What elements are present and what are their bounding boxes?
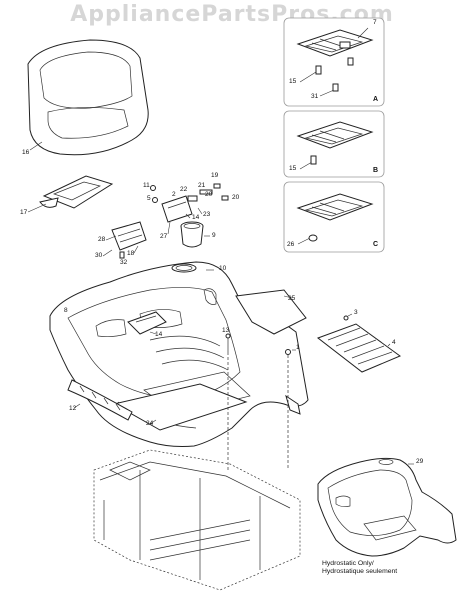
callout-2[interactable]: 2 [172, 191, 176, 198]
callout-25[interactable]: 25 [288, 295, 296, 302]
side-mat[interactable] [235, 289, 307, 335]
callout-5[interactable]: 5 [147, 195, 151, 202]
callout-1[interactable]: 1 [296, 344, 300, 351]
callout-15[interactable]: 15 [289, 165, 297, 172]
note-line-1: Hydrostatic Only/ [322, 560, 374, 567]
inset-b-label: B [373, 167, 378, 174]
inset-c-label: C [373, 241, 378, 248]
callout-28[interactable]: 28 [98, 236, 106, 243]
callout-11[interactable]: 11 [143, 182, 150, 189]
callout-15[interactable]: 15 [289, 78, 297, 85]
callout-27[interactable]: 27 [160, 233, 168, 240]
callout-23[interactable]: 23 [203, 211, 211, 218]
callout-18[interactable]: 18 [127, 250, 135, 257]
seat[interactable] [27, 39, 149, 156]
callout-32[interactable]: 32 [120, 259, 128, 266]
callout-16[interactable]: 16 [22, 149, 30, 156]
callout-20[interactable]: 20 [232, 194, 240, 201]
rail[interactable] [67, 379, 133, 421]
inset-c[interactable]: C [283, 181, 385, 253]
callout-7[interactable]: 7 [373, 19, 377, 26]
hydrostatic-fender[interactable] [317, 457, 457, 557]
hydrostatic-note: Hydrostatic Only/ Hydrostatique seulemen… [322, 560, 397, 576]
cup-holder[interactable] [180, 221, 210, 248]
callout-29[interactable]: 29 [416, 458, 424, 465]
callout-10[interactable]: 10 [219, 265, 227, 272]
bolts[interactable] [225, 333, 296, 470]
callout-17[interactable]: 17 [20, 209, 28, 216]
floor-mat[interactable] [112, 383, 248, 431]
callout-9[interactable]: 9 [212, 232, 216, 239]
callout-22[interactable]: 22 [180, 186, 188, 193]
callout-20[interactable]: 20 [205, 191, 213, 198]
inset-b[interactable]: B [283, 110, 385, 178]
callout-12[interactable]: 12 [69, 405, 77, 412]
callout-24[interactable]: 24 [146, 420, 154, 427]
callout-31[interactable]: 31 [311, 93, 319, 100]
callout-21[interactable]: 21 [198, 182, 206, 189]
callout-8[interactable]: 8 [64, 307, 68, 314]
seat-adjust-bracket[interactable] [102, 221, 147, 259]
callout-3[interactable]: 3 [354, 309, 358, 316]
frame [93, 449, 301, 591]
inset-a[interactable]: A [283, 17, 385, 107]
callout-19[interactable]: 19 [211, 172, 219, 179]
callout-13[interactable]: 13 [222, 327, 230, 334]
inset-a-label: A [373, 96, 378, 103]
callout-14[interactable]: 14 [192, 214, 200, 221]
callout-4[interactable]: 4 [392, 339, 396, 346]
callout-30[interactable]: 30 [95, 252, 103, 259]
seat-bracket[interactable] [27, 175, 114, 213]
callout-26[interactable]: 26 [287, 241, 295, 248]
foot-pad[interactable] [316, 313, 402, 373]
callout-14[interactable]: 14 [155, 331, 163, 338]
shift-plate[interactable] [127, 311, 167, 335]
hardware-cluster[interactable] [150, 183, 229, 235]
note-line-2: Hydrostatique seulement [322, 568, 398, 575]
